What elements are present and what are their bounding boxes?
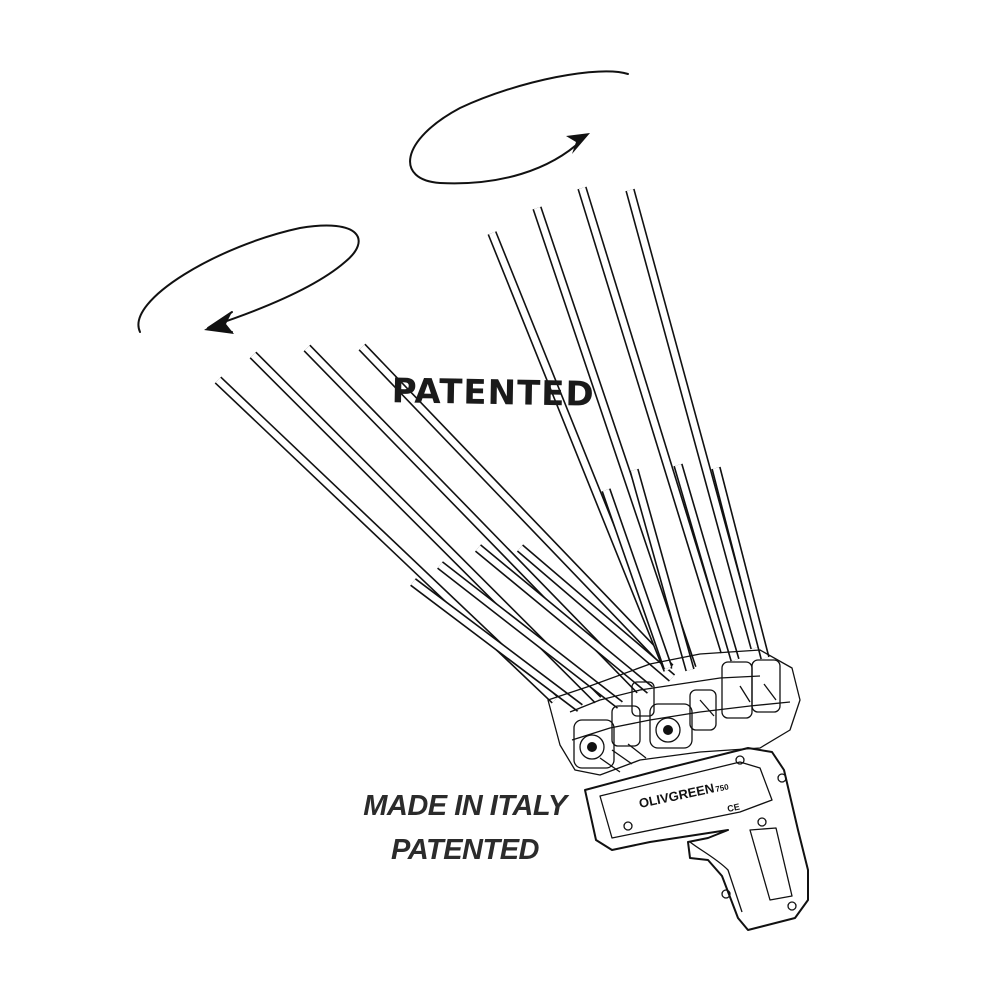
- rods-right-fan: [487, 186, 770, 672]
- brand-label: OLIVGREEN: [638, 780, 716, 811]
- clamp: [573, 719, 615, 769]
- patented-stamp-text: PATENTED: [391, 371, 595, 415]
- rotor-head: [547, 649, 801, 776]
- rod: [358, 343, 674, 672]
- patented-caption: PATENTED: [391, 834, 539, 866]
- rod: [516, 544, 676, 682]
- rod: [673, 463, 740, 662]
- rod: [577, 186, 730, 654]
- rod: [410, 578, 583, 712]
- rotate-counterclockwise-arrow-icon: [137, 224, 360, 334]
- clamp: [649, 703, 693, 749]
- rod: [629, 468, 695, 672]
- ce-mark: CE: [726, 802, 740, 814]
- handle-body: OLIVGREEN 750 CE: [584, 747, 809, 931]
- rod: [625, 188, 760, 650]
- clamp: [611, 659, 781, 747]
- rods-left-fan: [214, 343, 676, 712]
- rotate-clockwise-arrow-icon: [409, 70, 629, 185]
- rod: [437, 561, 623, 709]
- model-label: 750: [715, 782, 730, 794]
- rod: [474, 544, 654, 694]
- made-in-italy-caption: MADE IN ITALY: [363, 790, 567, 822]
- rod: [601, 488, 673, 670]
- rod: [711, 466, 770, 660]
